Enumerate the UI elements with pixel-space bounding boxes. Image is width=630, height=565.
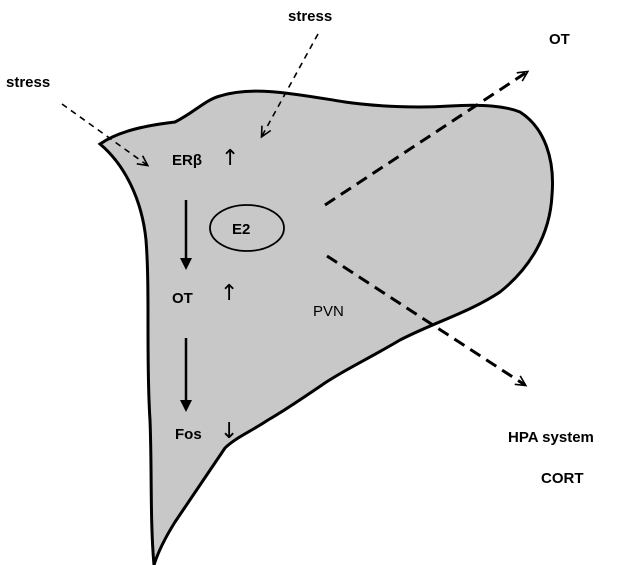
pvn-label: PVN (313, 303, 344, 320)
er-beta-up-icon: ↑ (221, 146, 239, 171)
ot-inner-label: OT (172, 290, 193, 307)
e2-label: E2 (232, 221, 250, 238)
ot-output-label: OT (549, 31, 570, 48)
fos-down-icon: ↓ (220, 419, 238, 444)
fos-label: Fos (175, 426, 202, 443)
hpa-system-label: HPA system (508, 429, 594, 446)
pvn-region-shape (100, 91, 553, 565)
stress-top-label: stress (288, 8, 332, 25)
stress-left-label: stress (6, 74, 50, 91)
cort-label: CORT (541, 470, 584, 487)
ot-inner-up-icon: ↑ (220, 281, 238, 306)
er-beta-label: ERβ (172, 152, 202, 169)
